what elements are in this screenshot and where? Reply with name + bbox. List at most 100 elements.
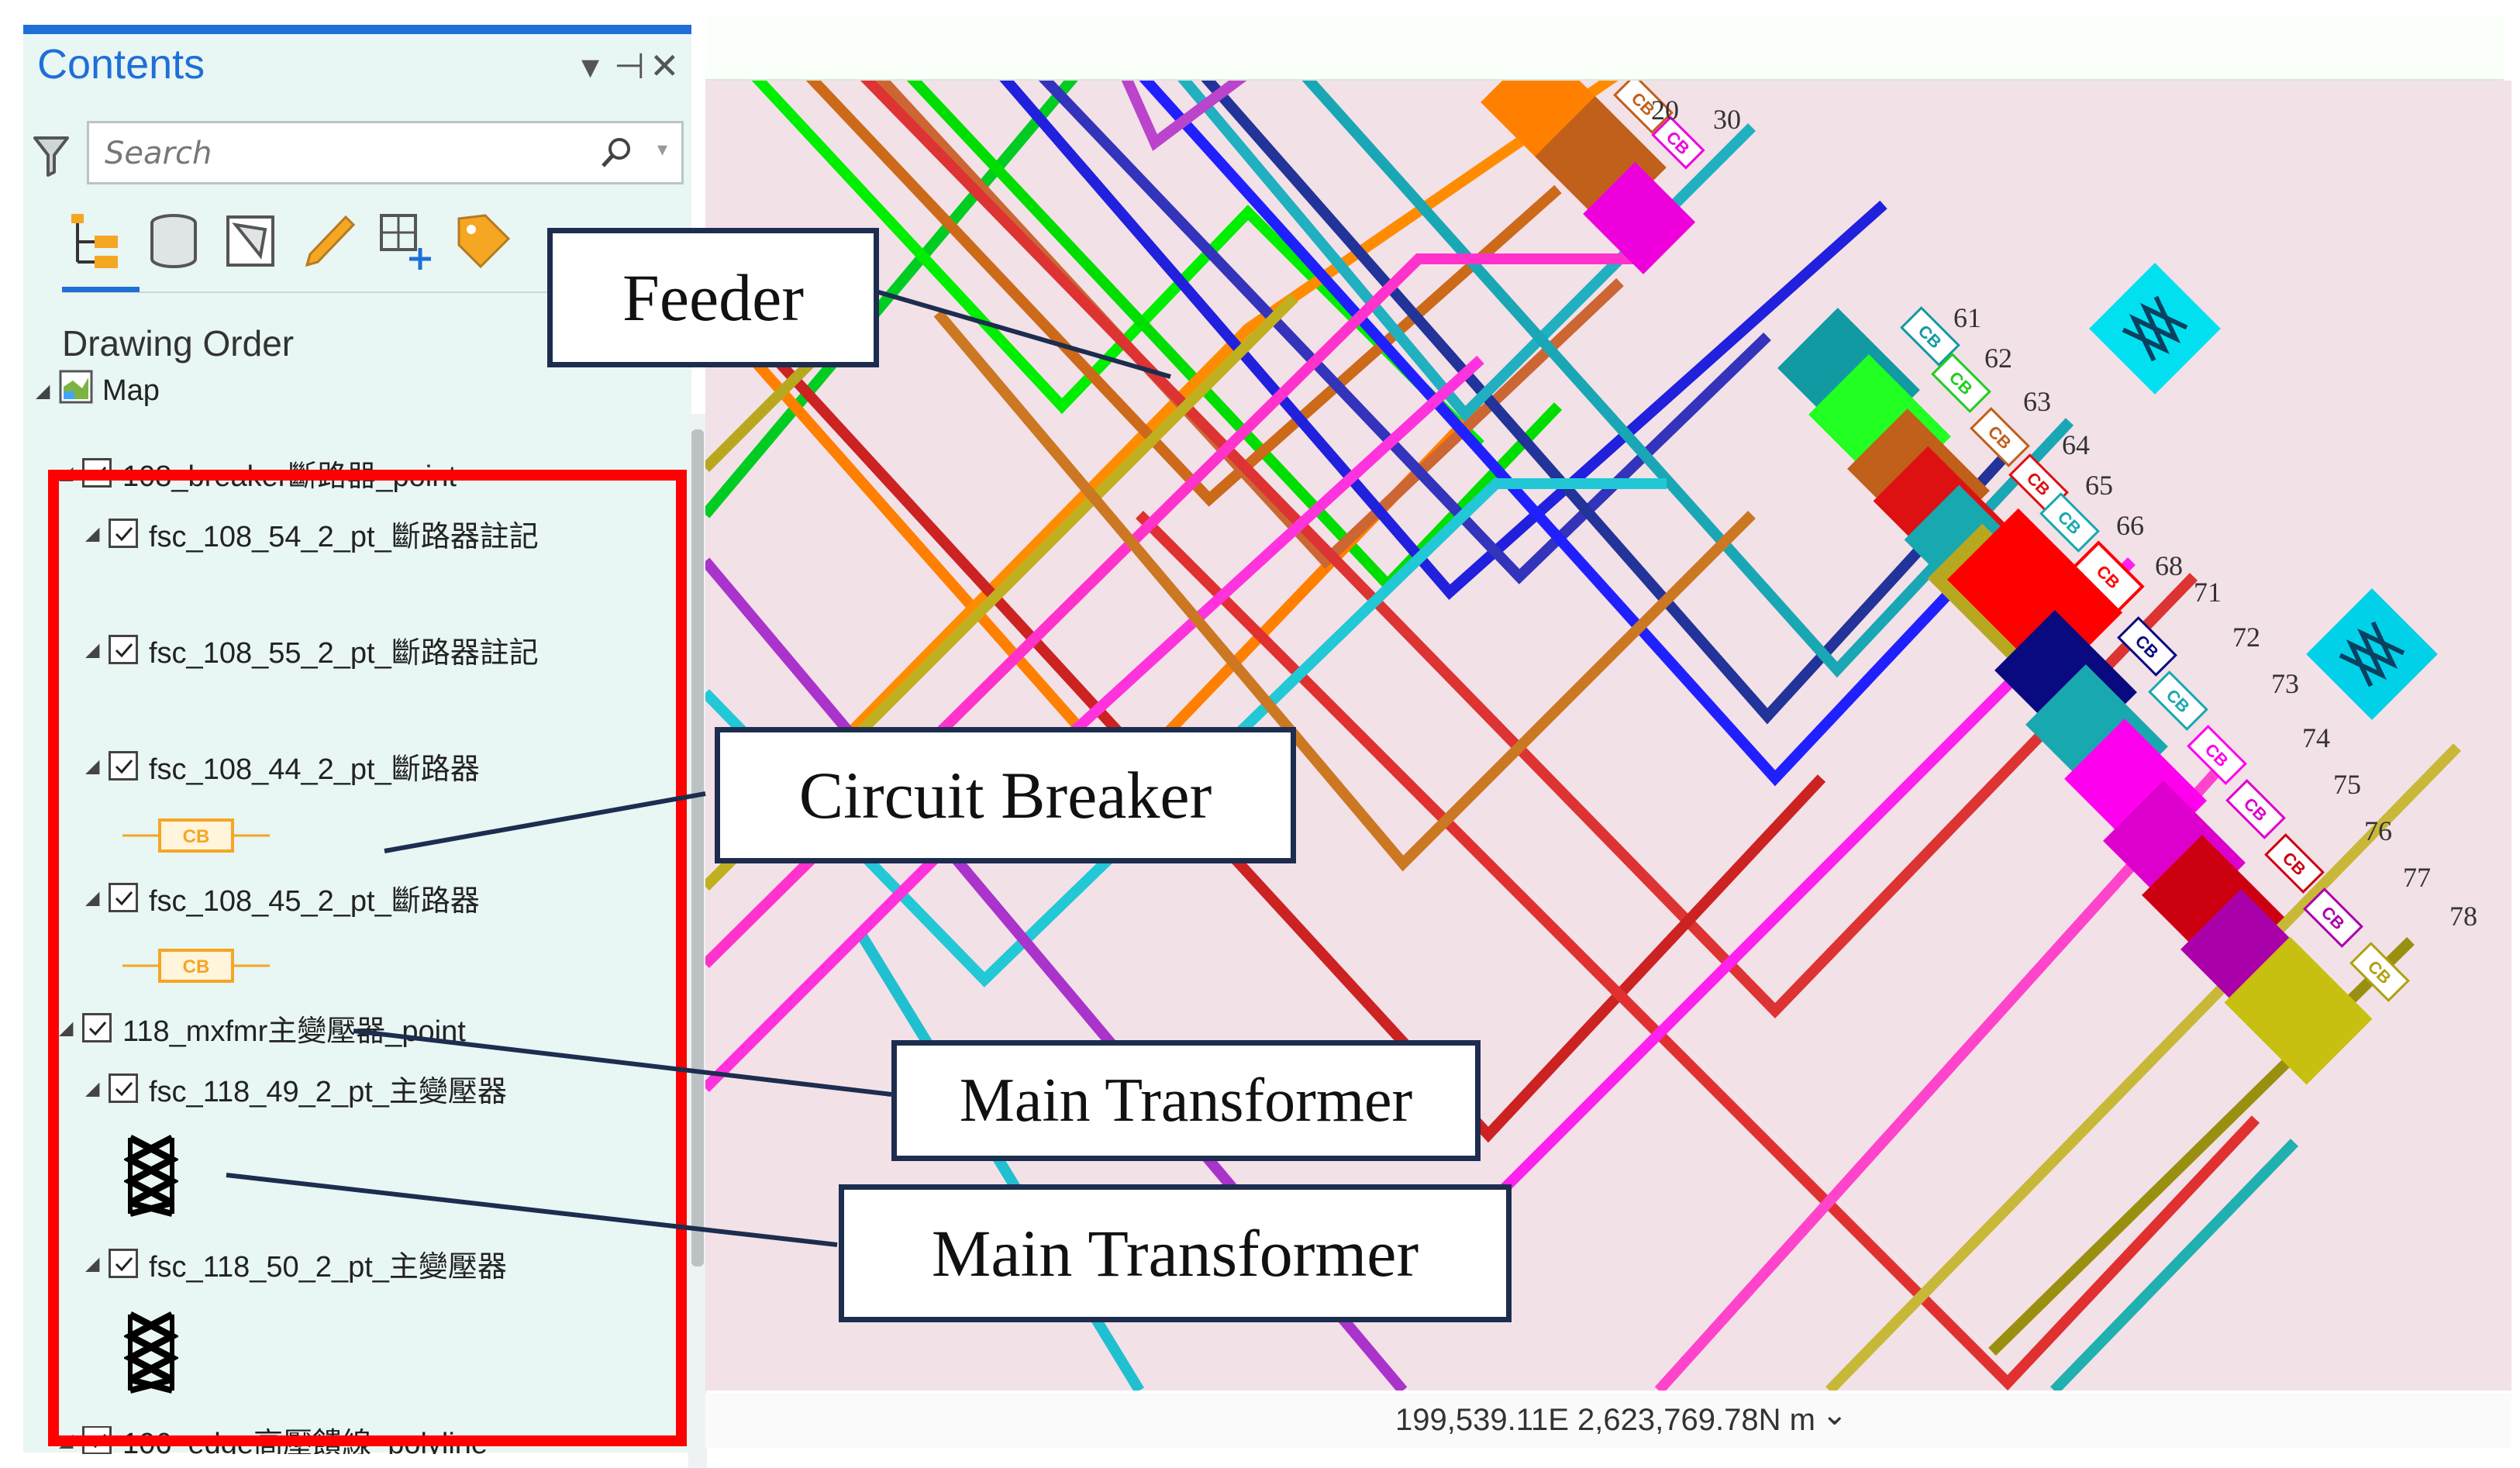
toolbar-divider — [62, 291, 667, 293]
list-by-source-icon[interactable] — [144, 211, 203, 273]
feeder-line[interactable] — [756, 81, 1620, 829]
search-icon[interactable] — [599, 136, 633, 174]
expand-triangle-icon[interactable]: ◢ — [85, 755, 100, 777]
cb-symbol-label: CB — [183, 826, 210, 847]
tree-row-breaker-45[interactable]: ◢ fsc_108_45_2_pt_斷路器 — [85, 877, 480, 918]
list-by-selection-icon[interactable] — [222, 211, 281, 273]
layer-name: fsc_108_54_2_pt_斷路器註記 — [149, 520, 539, 553]
map-label: 72 — [2232, 622, 2260, 653]
transformer-symbol-icon — [122, 1310, 180, 1395]
busbar-block[interactable] — [2224, 936, 2373, 1085]
busbar-block[interactable] — [1583, 161, 1696, 274]
map-icon — [59, 370, 93, 412]
feeder-line[interactable] — [1136, 511, 2260, 1390]
circuit-breaker-symbol: CB — [122, 812, 270, 859]
expand-triangle-icon[interactable]: ◢ — [85, 887, 100, 908]
pane-menu-button[interactable]: ▾ — [581, 46, 600, 86]
tree-row-mxfmr-50[interactable]: ◢ fsc_118_50_2_pt_主變壓器 — [85, 1243, 507, 1284]
cb-symbol-label: CB — [183, 956, 210, 977]
map-canvas[interactable]: CB CB CB CB CB CB CB CB CB CB CB CB CB C… — [705, 81, 2511, 1390]
map-label: 68 — [2155, 550, 2183, 581]
drawing-order-heading: Drawing Order — [62, 323, 295, 364]
list-by-editing-icon[interactable] — [299, 211, 358, 273]
layer-name: fsc_108_55_2_pt_斷路器註記 — [149, 636, 539, 670]
map-label: 77 — [2403, 862, 2431, 893]
feeder-line[interactable] — [2049, 1139, 2299, 1390]
list-by-snapping-icon[interactable] — [377, 211, 436, 273]
layer-visibility-checkbox[interactable] — [109, 751, 138, 781]
list-by-drawing-order-icon[interactable] — [67, 211, 126, 273]
circuit-breaker-symbol: CB — [122, 942, 270, 989]
highlight-box — [48, 470, 687, 1446]
expand-triangle-icon[interactable]: ◢ — [85, 1253, 100, 1274]
map-label: 66 — [2116, 510, 2144, 541]
pane-title: Contents — [37, 41, 205, 88]
map-label: 62 — [1984, 343, 2012, 374]
transformer-symbol-icon — [122, 1133, 180, 1218]
circuit-breaker-callout: Circuit Breaker — [715, 727, 1296, 863]
feeder-line[interactable] — [933, 309, 1756, 872]
layer-visibility-checkbox[interactable] — [109, 883, 138, 912]
status-bar: 199,539.11E 2,623,769.78N m ⌄ — [705, 1394, 2511, 1448]
map-label: 78 — [2449, 901, 2477, 932]
layer-visibility-checkbox[interactable] — [109, 1073, 138, 1103]
map-view[interactable]: CB CB CB CB CB CB CB CB CB CB CB CB CB C… — [705, 81, 2511, 1390]
main-transformer-leader-line — [226, 1173, 838, 1247]
map-label: Map — [102, 374, 160, 407]
coordinate-readout: 199,539.11E 2,623,769.78N m — [1395, 1403, 1815, 1437]
feeder-line[interactable] — [705, 356, 818, 472]
feeder-line[interactable] — [1038, 81, 1771, 584]
tree-row-breaker-55[interactable]: ◢ fsc_108_55_2_pt_斷路器註記 — [85, 629, 539, 670]
tree-row-mxfmr-group[interactable]: ◢ 118_mxfmr主變壓器_point — [59, 1008, 466, 1048]
map-header-strip — [705, 16, 2504, 81]
expand-triangle-icon[interactable]: ◢ — [36, 380, 50, 401]
layer-visibility-checkbox[interactable] — [109, 1249, 138, 1278]
map-label: 74 — [2302, 722, 2330, 753]
tree-row-breaker-44[interactable]: ◢ fsc_108_44_2_pt_斷路器 — [85, 746, 480, 786]
search-options-chevron-icon[interactable]: ▾ — [657, 137, 667, 160]
expand-triangle-icon[interactable]: ◢ — [85, 1077, 100, 1099]
list-by-labeling-icon[interactable] — [454, 211, 513, 273]
expand-triangle-icon[interactable]: ◢ — [85, 522, 100, 544]
layer-visibility-checkbox[interactable] — [109, 519, 138, 548]
feeder-leader-line — [875, 289, 1171, 379]
tree-row-mxfmr-49[interactable]: ◢ fsc_118_49_2_pt_主變壓器 — [85, 1068, 507, 1108]
layer-name: fsc_118_49_2_pt_主變壓器 — [149, 1075, 507, 1108]
feeder-line[interactable] — [805, 81, 1562, 507]
main-transformer-callout: Main Transformer — [891, 1040, 1481, 1161]
map-label: 64 — [2062, 429, 2090, 460]
expand-triangle-icon[interactable]: ◢ — [85, 639, 100, 660]
search-input[interactable] — [103, 131, 602, 176]
search-box[interactable]: ▾ — [87, 121, 684, 184]
feeder-line[interactable] — [1301, 81, 2074, 678]
map-label: 63 — [2023, 386, 2051, 417]
expand-triangle-icon[interactable]: ◢ — [59, 1017, 74, 1039]
tree-row-map[interactable]: ◢ Map — [36, 370, 160, 411]
circuit-breaker-leader-line — [384, 791, 706, 853]
layer-visibility-checkbox[interactable] — [82, 1013, 112, 1042]
pane-pin-button[interactable]: ⊣ — [614, 46, 646, 86]
map-label: 20 — [1651, 95, 1679, 126]
map-label: 75 — [2333, 769, 2361, 800]
map-label: 76 — [2364, 815, 2392, 846]
layer-name: fsc_108_44_2_pt_斷路器 — [149, 753, 480, 786]
feeder-line[interactable] — [999, 81, 1887, 600]
filter-icon[interactable] — [33, 135, 70, 181]
layer-name: fsc_118_50_2_pt_主變壓器 — [149, 1250, 507, 1284]
pane-scrollbar-thumb[interactable] — [691, 429, 704, 1266]
tree-row-breaker-54[interactable]: ◢ fsc_108_54_2_pt_斷路器註記 — [85, 513, 539, 553]
main-transformer-leader-line — [353, 1029, 892, 1097]
map-label: 30 — [1713, 104, 1741, 135]
feeder-line[interactable] — [705, 278, 1826, 1143]
layer-visibility-checkbox[interactable] — [109, 635, 138, 664]
map-label: 61 — [1953, 302, 1981, 333]
map-label: 65 — [2085, 470, 2113, 501]
coordinate-options-chevron-icon[interactable]: ⌄ — [1822, 1397, 1848, 1432]
feeder-line[interactable] — [1139, 81, 2028, 787]
feeder-line[interactable] — [1825, 743, 2462, 1390]
pane-close-button[interactable]: ✕ — [650, 46, 680, 86]
layer-name: fsc_108_45_2_pt_斷路器 — [149, 884, 480, 918]
active-tool-indicator — [62, 287, 140, 292]
feeder-line[interactable] — [1121, 81, 1248, 151]
